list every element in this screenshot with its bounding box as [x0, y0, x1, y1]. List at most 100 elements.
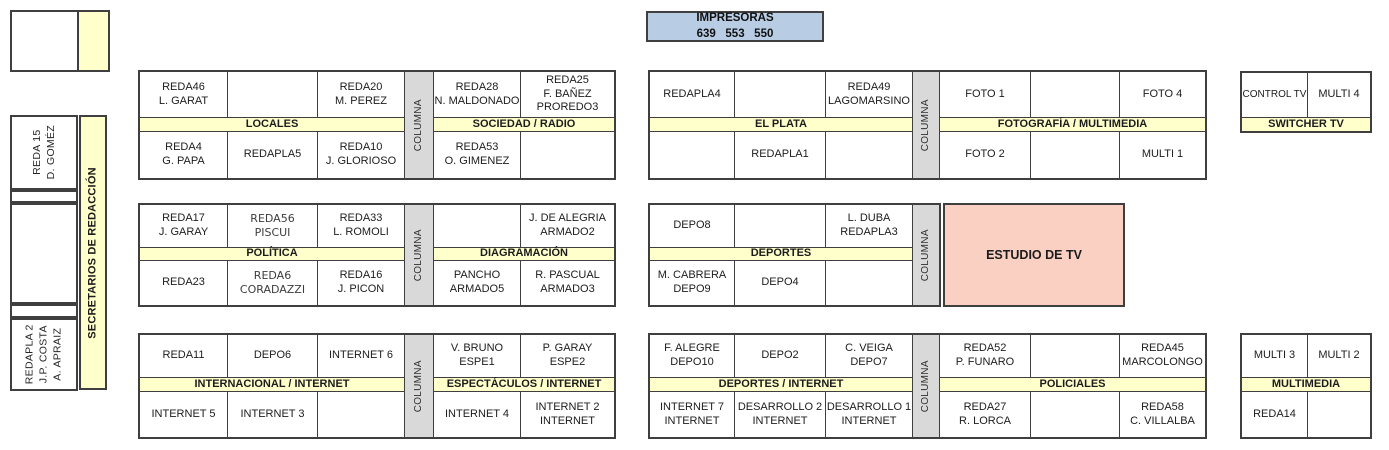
empty-desk-cell — [228, 72, 317, 117]
desk-cell: REDAPLA1 — [735, 132, 825, 178]
band-diagramacion: DIAGRAMACIÓN — [434, 247, 614, 260]
desk-cell: DEPO6 — [228, 335, 317, 377]
desk-cell: REDA11 — [140, 335, 227, 377]
estudio-de-tv-label: ESTUDIO DE TV — [986, 248, 1082, 262]
desk-cell: INTERNET 2 INTERNET — [521, 392, 614, 437]
section-multimedia: MULTI 3 MULTI 2 MULTIMEDIA REDA14 — [1240, 333, 1372, 439]
band-deportes: DEPORTES — [650, 247, 912, 260]
desk-cell: REDA4 G. PAPA — [140, 132, 227, 178]
columna-strip: COLUMNA — [913, 72, 939, 178]
desk-cell: F. ALEGRE DEPO10 — [650, 335, 734, 377]
section-deportesinternet-policiales: COLUMNA F. ALEGRE DEPO10 DEPO2 C. VEIGA … — [648, 333, 1207, 439]
legend-box — [10, 10, 110, 72]
empty-desk-cell — [1031, 132, 1119, 178]
printers-box: IMPRESORAS 639 553 550 — [646, 11, 824, 42]
desk-cell: DESARROLLO 2 INTERNET — [735, 392, 825, 437]
desk-cell: REDA28 N. MALDONADO — [434, 72, 520, 117]
columna-strip: COLUMNA — [405, 72, 433, 178]
empty-desk-cell — [10, 203, 78, 304]
printers-numbers: 639 553 550 — [696, 27, 774, 40]
section-politica-diagramacion: COLUMNA REDA17 J. GARAY REDA56 PISCUI RE… — [138, 203, 616, 307]
desk-cell: M. CABRERA DEPO9 — [650, 261, 734, 305]
desk-cell: R. PASCUAL ARMADO3 — [521, 261, 614, 305]
columna-strip: COLUMNA — [913, 205, 939, 305]
desk-cell: INTERNET 3 — [228, 392, 317, 437]
desk-cell: REDA16 J. PICON — [318, 261, 404, 305]
desk-cell: V. BRUNO ESPE1 — [434, 335, 520, 377]
desk-cell: INTERNET 5 — [140, 392, 227, 437]
desk-cell: DEPO8 — [650, 205, 734, 247]
section-elplata-fotografia: COLUMNA REDAPLA4 REDA49 LAGOMARSINO FOTO… — [648, 70, 1207, 180]
desk-cell: INTERNET 4 — [434, 392, 520, 437]
desk-cell: REDA46 L. GARAT — [140, 72, 227, 117]
band-locales: LOCALES — [140, 118, 404, 131]
secretarios-strip: SECRETARIOS DE REDACCIÓN — [79, 115, 107, 390]
empty-desk-cell — [1031, 335, 1119, 377]
band-policiales: POLICIALES — [940, 378, 1205, 391]
desk-cell: INTERNET 7 INTERNET — [650, 392, 734, 437]
section-locales-sociedad: COLUMNA REDA46 L. GARAT REDA20 M. PEREZ … — [138, 70, 616, 180]
band-fotografia: FOTOGRAFÍA / MULTIMEDIA — [940, 118, 1205, 131]
desk-cell: REDA53 O. GIMENEZ — [434, 132, 520, 178]
section-deportes: COLUMNA DEPO8 L. DUBA REDAPLA3 DEPORTES … — [648, 203, 941, 307]
empty-desk-cell — [826, 132, 912, 178]
band-switcher-tv: SWITCHER TV — [1242, 118, 1370, 131]
desk-cell: DEPO2 — [735, 335, 825, 377]
desk-cell: REDA56 PISCUI — [228, 205, 317, 247]
desk-cell: REDA23 — [140, 261, 227, 305]
empty-desk-cell — [521, 132, 614, 178]
columna-label: COLUMNA — [412, 228, 424, 282]
printers-title: IMPRESORAS — [696, 11, 774, 24]
band-elplata: EL PLATA — [650, 118, 912, 131]
columna-label: COLUMNA — [412, 359, 424, 413]
desk-cell: INTERNET 6 — [318, 335, 404, 377]
desk-reda15: REDA 15 D. GOMÉZ — [10, 115, 78, 190]
desk-cell: FOTO 1 — [940, 72, 1030, 117]
desk-cell: REDA45 MARCOLONGO — [1120, 335, 1205, 377]
columna-strip: COLUMNA — [405, 205, 433, 305]
empty-desk-cell — [434, 205, 520, 247]
empty-desk-cell — [10, 190, 78, 203]
desk-cell: REDA25 F. BAÑEZ PROREDO3 — [521, 72, 614, 117]
desk-cell: MULTI 4 — [1308, 73, 1370, 117]
desk-cell: CONTROL TV — [1242, 73, 1307, 117]
section-switcher-tv: CONTROL TV MULTI 4 SWITCHER TV — [1240, 71, 1372, 133]
columna-label: COLUMNA — [919, 98, 931, 152]
desk-cell: REDA27 R. LORCA — [940, 392, 1030, 437]
empty-desk-cell — [826, 261, 912, 305]
desk-cell: PANCHO ARMADO5 — [434, 261, 520, 305]
section-internacional-espectaculos: COLUMNA REDA11 DEPO6 INTERNET 6 V. BRUNO… — [138, 333, 616, 439]
empty-desk-cell — [1031, 392, 1119, 437]
band-multimedia: MULTIMEDIA — [1242, 378, 1370, 391]
band-sociedad-radio: SOCIEDAD / RADIO — [434, 118, 614, 131]
desk-cell: REDA6 CORADAZZI — [228, 261, 317, 305]
columna-strip: COLUMNA — [913, 335, 939, 437]
empty-desk-cell — [10, 304, 78, 318]
desk-cell: FOTO 4 — [1120, 72, 1205, 117]
desk-cell: FOTO 2 — [940, 132, 1030, 178]
desk-cell: REDAPLA4 — [650, 72, 734, 117]
empty-desk-cell — [735, 205, 825, 247]
desk-redapla2-label: REDAPLA 2 J.P. COSTA A. APRAIZ — [23, 324, 65, 385]
empty-desk-cell — [318, 392, 404, 437]
desk-cell: REDA49 LAGOMARSINO — [826, 72, 912, 117]
desk-cell: DESARROLLO 1 INTERNET — [826, 392, 912, 437]
desk-cell: C. VEIGA DEPO7 — [826, 335, 912, 377]
desk-cell: REDA10 J. GLORIOSO — [318, 132, 404, 178]
desk-cell: REDA17 J. GARAY — [140, 205, 227, 247]
band-deportes-internet: DEPORTES / INTERNET — [650, 378, 912, 391]
desk-cell: MULTI 1 — [1120, 132, 1205, 178]
desk-cell: REDA14 — [1242, 392, 1307, 437]
secretarios-strip-label: SECRETARIOS DE REDACCIÓN — [87, 166, 100, 339]
columna-label: COLUMNA — [412, 98, 424, 152]
columna-label: COLUMNA — [919, 228, 931, 282]
legend-yellow-area — [77, 12, 108, 70]
desk-cell: J. DE ALEGRIA ARMADO2 — [521, 205, 614, 247]
band-politica: POLÍTICA — [140, 247, 404, 260]
desk-cell: REDA20 M. PEREZ — [318, 72, 404, 117]
desk-cell: REDA33 L. ROMOLI — [318, 205, 404, 247]
empty-desk-cell — [1031, 72, 1119, 117]
desk-cell: REDA58 C. VILLALBA — [1120, 392, 1205, 437]
band-espectaculos: ESPECTÁCULOS / INTERNET — [434, 378, 614, 391]
